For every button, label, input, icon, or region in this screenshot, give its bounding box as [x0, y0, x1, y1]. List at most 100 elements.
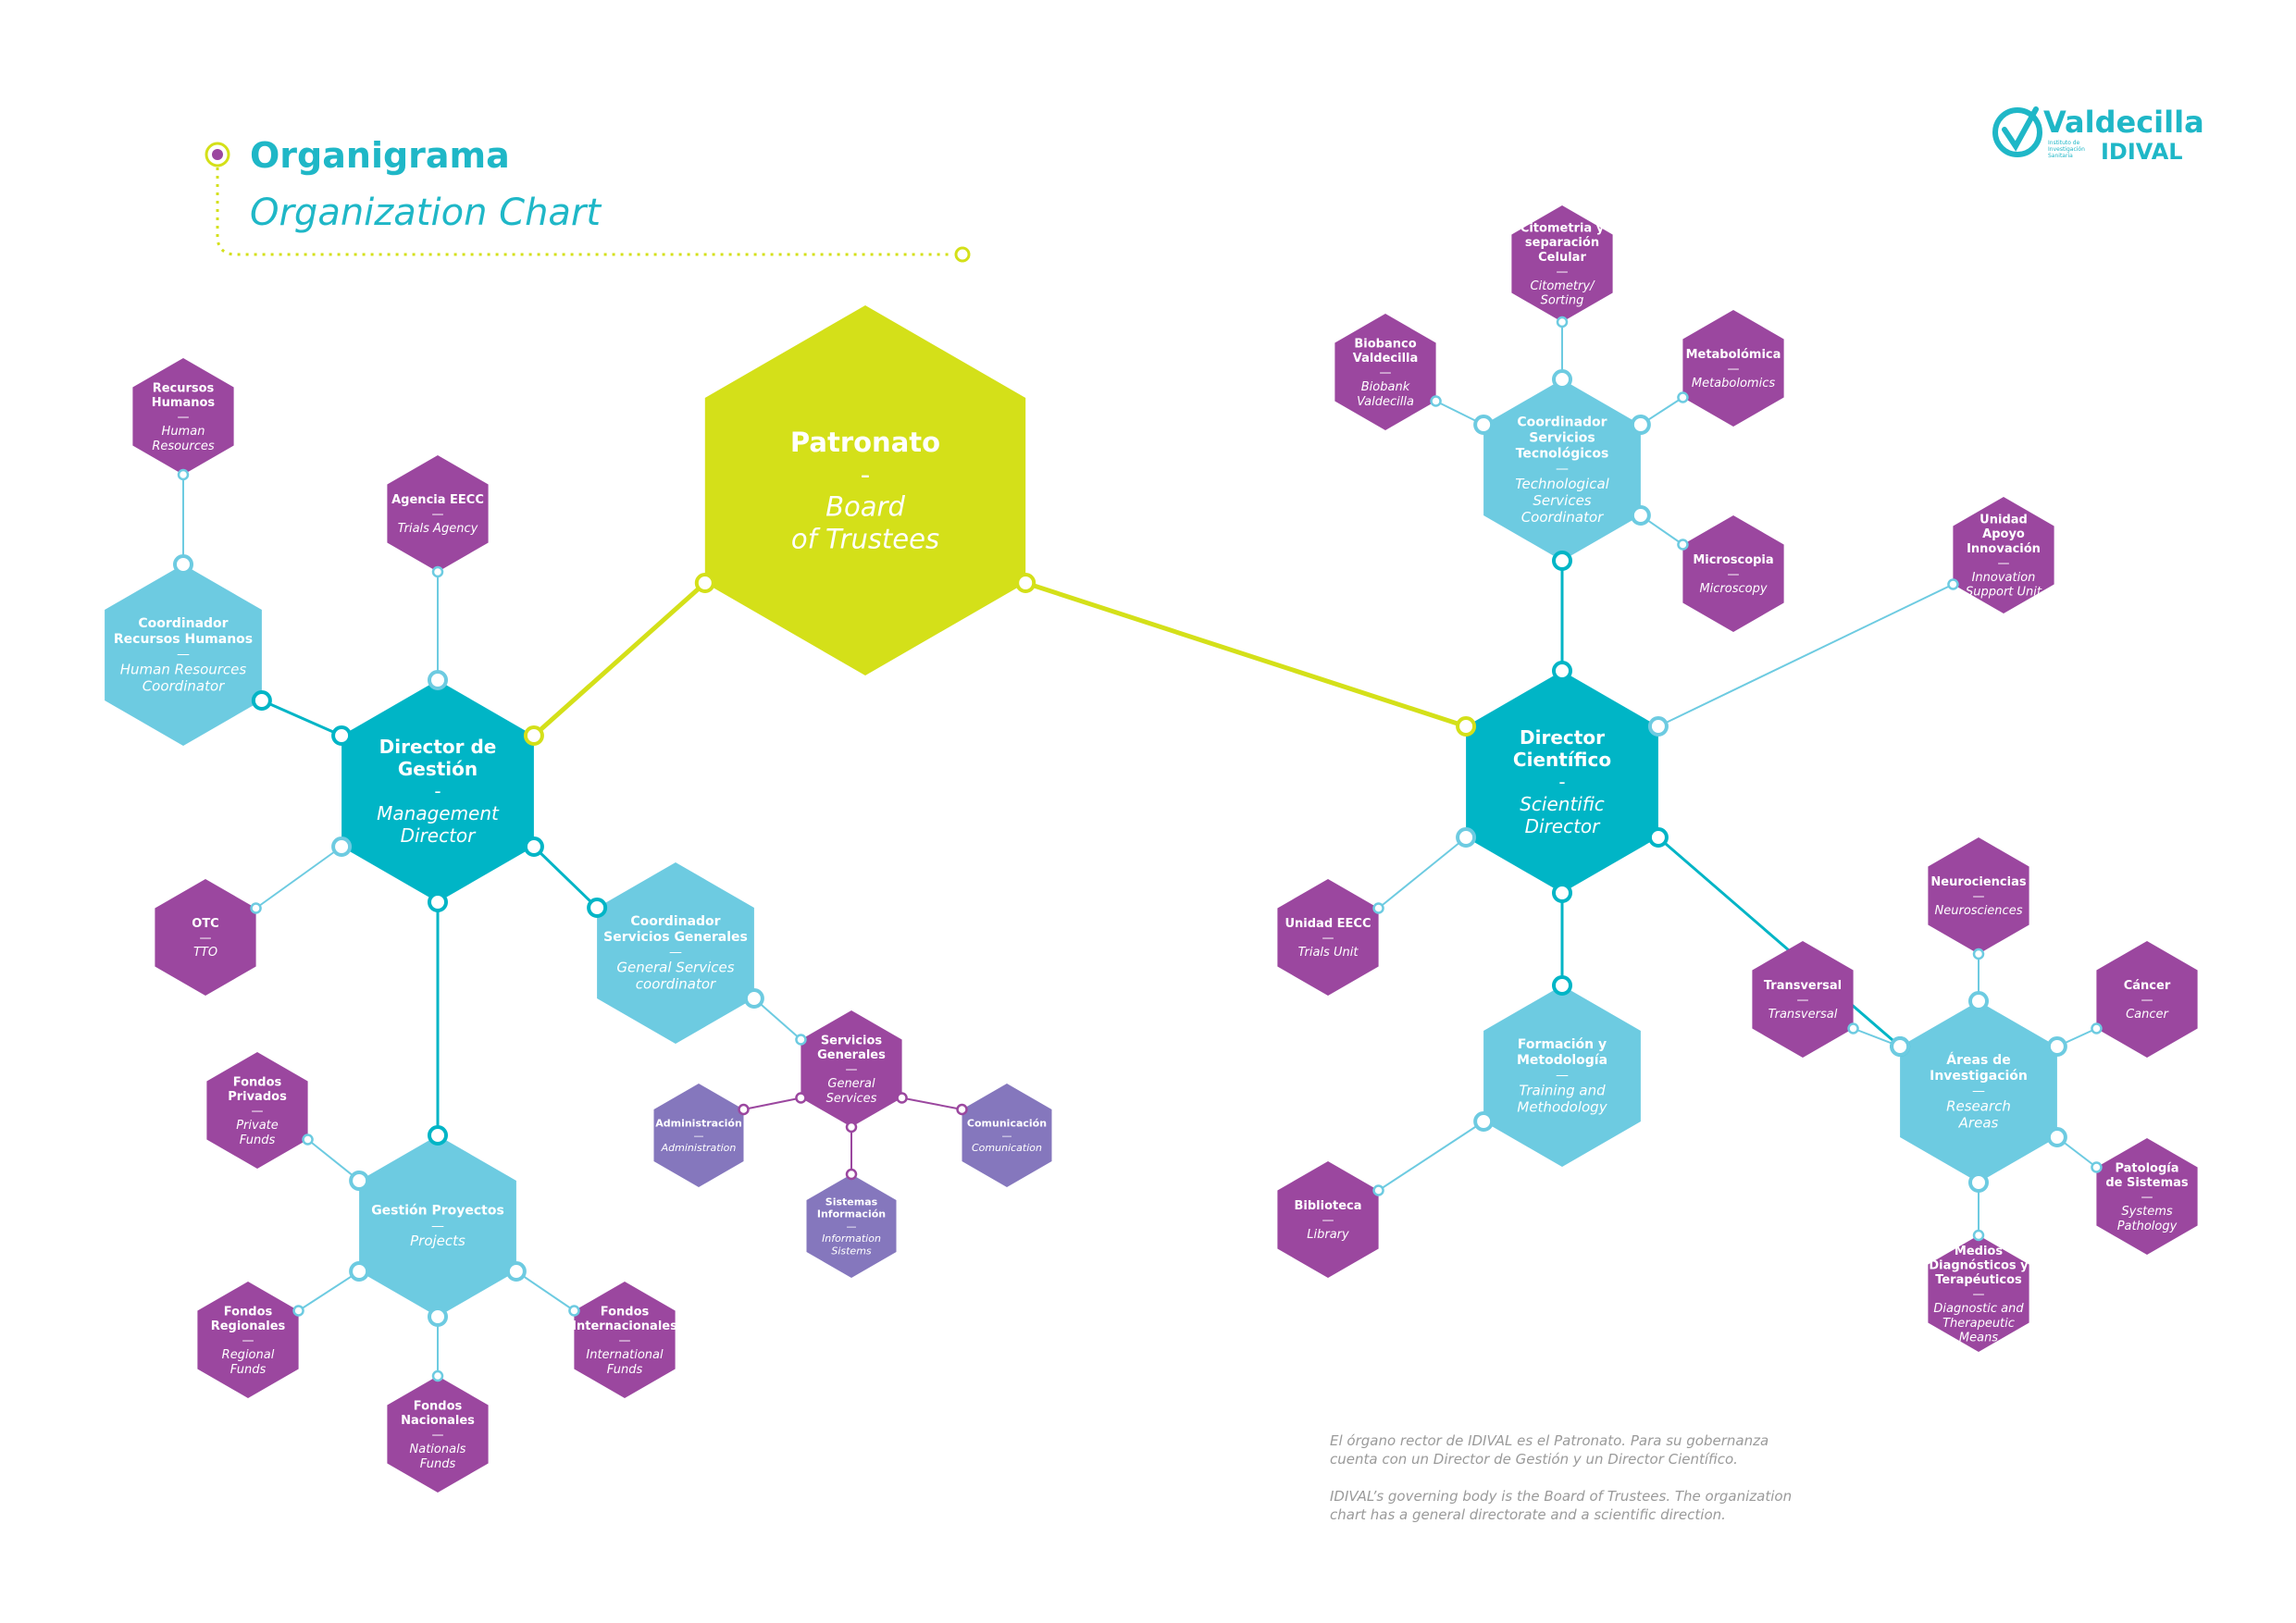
node-label-en: of Trustees	[791, 523, 939, 554]
connector-dot-dir_cientifico-innovacion-end	[1947, 578, 1959, 590]
node-hexagon	[132, 358, 234, 475]
node-label-es: Biobanco	[1354, 337, 1416, 351]
node-separator: —	[242, 1334, 254, 1348]
node-label-en: Biobank	[1361, 380, 1410, 394]
node-label-es: Microscopia	[1693, 553, 1773, 567]
node-label-es: Información	[817, 1208, 886, 1220]
logo-mark-icon	[1992, 107, 2042, 157]
connector-dot-dir_cientifico-unidad_eecc-start	[1456, 827, 1477, 848]
node-label-en: General Services	[616, 960, 734, 976]
node-label-es: Servicios	[1529, 431, 1595, 446]
connector-dot-dir_gestion-gestion_proyectos-end	[428, 1125, 448, 1146]
node-hexagon	[2096, 1138, 2198, 1255]
node-label-en: Citometry/	[1531, 279, 1596, 293]
title-bullet-dot-icon	[212, 149, 223, 160]
node-label-en: Training and	[1519, 1083, 1606, 1099]
connector-dot-dir_gestion-otc-end	[250, 902, 262, 914]
node-separator: —	[1973, 1288, 1985, 1302]
node-label-es: Apoyo	[1982, 527, 2025, 541]
node-hexagon	[2096, 941, 2198, 1058]
node-separator: —	[1380, 366, 1392, 380]
node-label-en: Trials Agency	[398, 522, 478, 536]
node-hexagon	[1483, 379, 1641, 561]
node-label-en: coordinator	[636, 976, 716, 993]
node-label-es: Unidad EECC	[1285, 917, 1371, 931]
node-label-en: Trials Unit	[1298, 946, 1359, 960]
edge-dir_gestion-otc	[254, 846, 342, 910]
edge-patronato-dir_cientifico	[1024, 580, 1467, 729]
node-label-es: Áreas de	[1946, 1052, 2010, 1068]
node-label-en: Diagnostic and	[1933, 1302, 2024, 1316]
node-label-en: Library	[1307, 1228, 1349, 1242]
connector-dot-serv_gen-administracion-end	[738, 1103, 750, 1116]
node-separator: —	[177, 648, 190, 663]
node-label-en: Research	[1946, 1098, 2011, 1115]
connector-dot-gestion_proyectos-fondos_nacionales-start	[428, 1307, 448, 1327]
node-label-en: Management	[377, 802, 500, 824]
node-hexagon	[653, 1084, 744, 1187]
node-label-en: Coordinator	[1521, 509, 1604, 526]
connector-dot-dir_cientifico-coord_st-start	[1552, 661, 1572, 681]
node-label-es: Valdecilla	[1353, 352, 1419, 365]
node-label-en: Information	[822, 1233, 881, 1245]
node-label-en: Nationals	[410, 1443, 466, 1456]
node-label-en: Methodology	[1517, 1099, 1607, 1116]
footnote: El órgano rector de IDIVAL es el Patrona…	[1330, 1432, 1792, 1523]
node-label-es: Recursos Humanos	[114, 632, 253, 647]
connector-dot-dir_cientifico-coord_st-end	[1552, 551, 1572, 571]
page-title-es: Organigrama	[250, 135, 510, 176]
node-label-es: Científico	[1513, 749, 1611, 771]
logo-check-icon	[2002, 106, 2039, 152]
node-separator: —	[1728, 363, 1740, 377]
node-separator: —	[846, 1063, 858, 1077]
node-hexagon	[1334, 314, 1436, 430]
node-hexagon	[704, 305, 1026, 675]
connector-dot-serv_gen-comunicacion-end	[956, 1103, 968, 1116]
connector-dot-patronato-dir_gestion-start	[694, 573, 715, 593]
connector-dot-patronato-dir_gestion-end	[523, 725, 544, 746]
node-label-en: Metabolomics	[1692, 377, 1775, 390]
node-separator: —	[1973, 890, 1985, 904]
node-label-en: Microscopy	[1699, 582, 1767, 596]
node-separator: —	[669, 946, 682, 960]
edge-gestion_proyectos-fondos_internacionales	[515, 1270, 576, 1312]
node-label-en: Sorting	[1541, 294, 1584, 308]
node-hexagon	[1752, 941, 1854, 1058]
node-label-es: Metodología	[1517, 1053, 1607, 1068]
connector-dot-gestion_proyectos-fondos_nacionales-end	[431, 1369, 444, 1382]
node-label-es: Metabolómica	[1686, 348, 1781, 362]
footnote-en-line1: IDIVAL’s governing body is the Board of …	[1330, 1488, 1792, 1505]
node-separator: —	[432, 1429, 444, 1443]
edge-coord_sg-serv_gen	[753, 997, 802, 1041]
node-label-en: Neurosciences	[1935, 904, 2023, 918]
node-hexagon	[105, 564, 262, 746]
title-dotted-connector	[216, 167, 953, 256]
node-label-en: Valdecilla	[1357, 395, 1414, 409]
header: Organigrama Organization Chart	[205, 135, 971, 263]
node-label-en: Funds	[607, 1363, 643, 1377]
node-label-en: Services	[826, 1092, 877, 1106]
node-label-es: Cáncer	[2124, 979, 2171, 993]
connector-dot-areas-neurociencias-start	[1968, 991, 1989, 1011]
connector-dot-gestion_proyectos-fondos_regionales-start	[349, 1261, 370, 1282]
node-hexagon	[1277, 879, 1379, 996]
connector-dot-coord_sg-serv_gen-start	[743, 988, 764, 1009]
node-label-es: Innovación	[1967, 542, 2041, 556]
node-separator: -	[434, 780, 441, 802]
page-title-en: Organization Chart	[250, 192, 602, 234]
node-label-en: Pathology	[2117, 1220, 2178, 1233]
node-neurociencias: Neurociencias—Neurosciences	[1928, 837, 2029, 954]
node-separator: —	[1322, 932, 1334, 946]
node-separator: -	[1558, 771, 1565, 793]
node-hexagon	[1277, 1161, 1379, 1278]
connector-dot-gestion_proyectos-fondos_privados-start	[349, 1171, 370, 1191]
node-label-en: Means	[1959, 1331, 1998, 1344]
node-label-es: Transversal	[1764, 979, 1842, 993]
